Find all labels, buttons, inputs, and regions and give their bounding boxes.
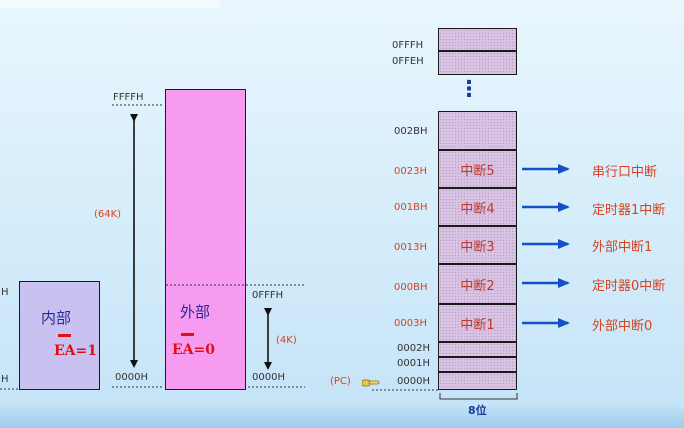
- addr-0000h-left-label: 0000H: [115, 372, 148, 383]
- size-4k-label: (4K): [276, 335, 297, 346]
- addr-ffffh-label: FFFFH: [113, 92, 144, 103]
- interrupt-cell-3-label: 中断3: [460, 239, 495, 255]
- target-timer1: 定时器1中断: [592, 203, 666, 218]
- interrupt-cell-1-label: 中断1: [460, 317, 495, 333]
- external-ea-bar: [181, 333, 194, 336]
- target-serial: 串行口中断: [592, 165, 658, 180]
- bottom-strip: [0, 407, 684, 428]
- left-edge-h-top: H: [1, 287, 9, 298]
- memory-cell-0fffh: [438, 28, 517, 51]
- interrupt-cell-2: 中断2: [438, 264, 517, 304]
- interrupt-cell-4: 中断4: [438, 188, 517, 226]
- memory-cell-0002h: [438, 342, 517, 357]
- interrupt-cell-5-label: 中断5: [460, 163, 495, 179]
- interrupt-cell-1: 中断1: [438, 304, 517, 342]
- external-rom-box: [165, 89, 246, 390]
- memory-cell-0ffeh: [438, 51, 517, 75]
- external-label: 外部: [180, 303, 211, 321]
- addr-label-001bh: 001BH: [394, 202, 428, 213]
- addr-label-0023h: 0023H: [394, 166, 427, 177]
- interrupt-cell-4-label: 中断4: [460, 201, 495, 217]
- addr-0000h-right-label: 0000H: [252, 372, 285, 383]
- target-ext0: 外部中断0: [592, 319, 653, 334]
- addr-label-0001h: 0001H: [397, 358, 430, 369]
- pc-label: (PC): [330, 376, 351, 387]
- addr-label-0ffeh: 0FFEH: [392, 56, 424, 67]
- memory-cell-002bh: [438, 111, 517, 150]
- internal-ea-label: EA=1: [54, 343, 98, 359]
- ellipsis-dots: ⋮: [458, 77, 480, 102]
- addr-label-000bh: 000BH: [394, 282, 428, 293]
- memory-cell-0001h: [438, 357, 517, 372]
- width-label: 8位: [468, 404, 487, 417]
- addr-label-0003h: 0003H: [394, 318, 427, 329]
- pointing-hand-icon: [362, 379, 380, 387]
- addr-0fffh-label: 0FFFH: [252, 290, 284, 301]
- addr-label-002bh: 002BH: [394, 126, 428, 137]
- target-timer0: 定时器0中断: [592, 279, 666, 294]
- interrupt-cell-3: 中断3: [438, 226, 517, 264]
- addr-label-0000h: 0000H: [397, 376, 430, 387]
- memory-cell-0000h: [438, 372, 517, 390]
- left-edge-h-bottom: H: [1, 374, 9, 385]
- size-64k-label: (64K): [94, 209, 122, 220]
- width-bracket: [439, 393, 518, 400]
- interrupt-cell-2-label: 中断2: [460, 278, 495, 294]
- internal-label: 内部: [41, 309, 72, 327]
- addr-label-0002h: 0002H: [397, 343, 430, 354]
- interrupt-cell-5: 中断5: [438, 150, 517, 188]
- addr-label-0013h: 0013H: [394, 242, 427, 253]
- target-ext1: 外部中断1: [592, 240, 653, 255]
- addr-label-0fffh: 0FFFH: [392, 40, 424, 51]
- internal-ea-bar: [58, 334, 71, 337]
- decorative-tab: [0, 0, 220, 8]
- external-ea-label: EA=0: [172, 342, 216, 358]
